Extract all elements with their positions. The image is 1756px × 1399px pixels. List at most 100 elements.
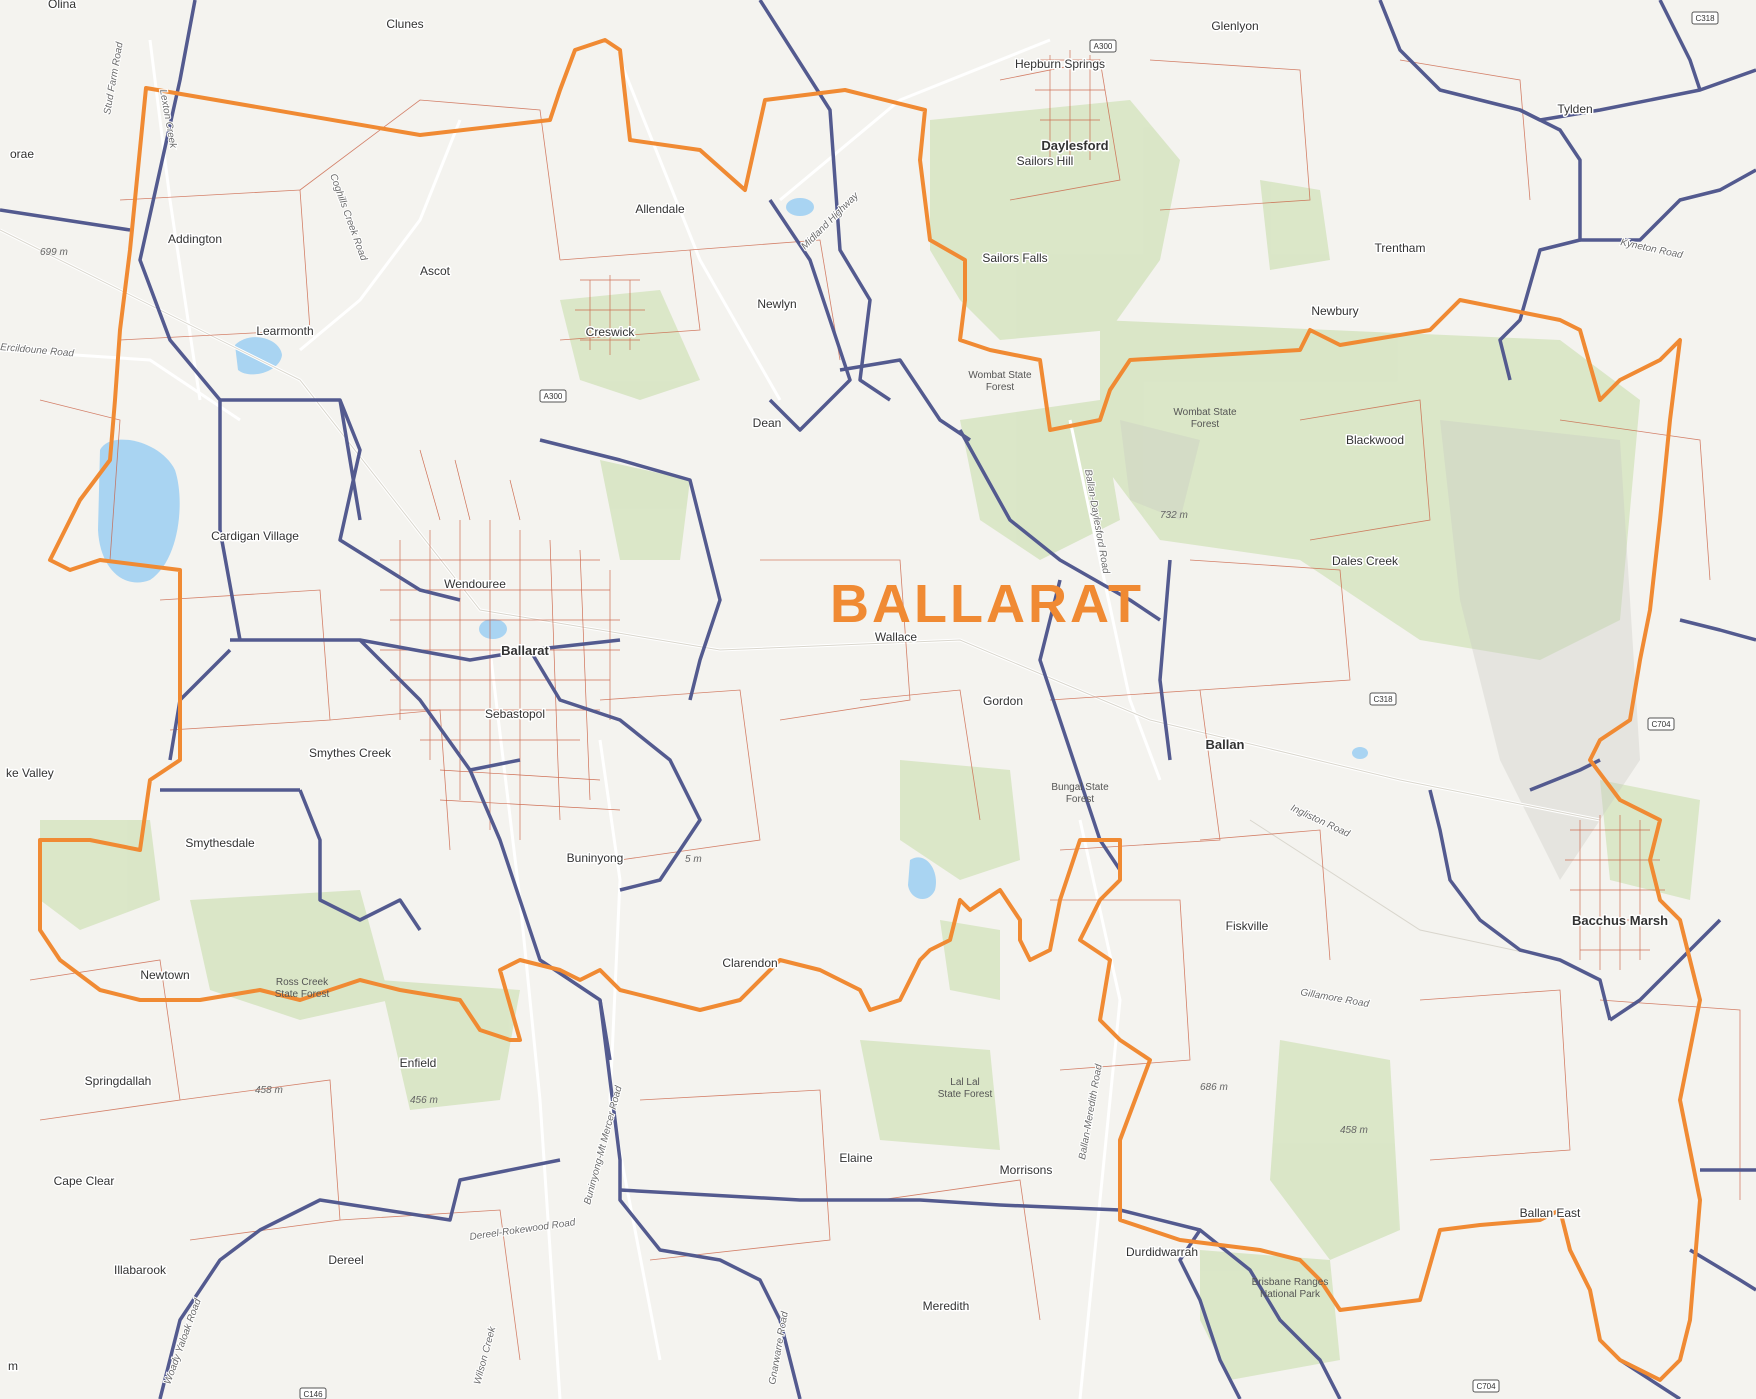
district-line bbox=[1689, 1248, 1756, 1292]
district-line bbox=[1580, 168, 1756, 242]
district-line bbox=[298, 789, 422, 931]
highway bbox=[779, 38, 1051, 202]
place-label: Meredith bbox=[923, 1299, 970, 1313]
district-line bbox=[1519, 68, 1756, 122]
district-line bbox=[1609, 918, 1722, 1022]
elevation-label: 458 m bbox=[255, 1085, 283, 1096]
district-line bbox=[338, 399, 362, 521]
place-label: Elaine bbox=[839, 1151, 873, 1165]
place-label: Trentham bbox=[1375, 241, 1426, 255]
district-line bbox=[958, 429, 1161, 622]
forest-area bbox=[1200, 1250, 1340, 1380]
forest-area bbox=[860, 1040, 1000, 1150]
route-shields: A300 A300 C318 C318 C704 C704 C146 bbox=[299, 11, 1719, 1399]
place-label: Gordon bbox=[983, 694, 1023, 708]
place-label: Morrisons bbox=[1000, 1163, 1053, 1177]
elevation-label: 686 m bbox=[1200, 1082, 1228, 1093]
route-shield-a300: A300 bbox=[1089, 39, 1117, 53]
place-label: Allendale bbox=[635, 202, 685, 216]
forest-area bbox=[380, 980, 520, 1110]
place-label: Ascot bbox=[420, 264, 451, 278]
highway bbox=[618, 59, 782, 401]
road bbox=[0, 348, 241, 422]
highway bbox=[1068, 419, 1162, 781]
district-line bbox=[839, 358, 971, 442]
district-line bbox=[619, 1188, 1342, 1399]
forest-area bbox=[1100, 320, 1640, 660]
svg-text:C318: C318 bbox=[1695, 14, 1715, 23]
place-label: Blackwood bbox=[1346, 433, 1404, 447]
elevation-label: 732 m bbox=[1160, 510, 1188, 521]
road-casing bbox=[0, 229, 1601, 961]
elevation-label: 699 m bbox=[40, 247, 68, 258]
place-label: Cape Clear bbox=[54, 1174, 115, 1188]
place-label: Daylesford bbox=[1041, 138, 1108, 153]
forest-area bbox=[940, 920, 1000, 1000]
place-label: Learmonth bbox=[256, 324, 313, 338]
route-shield-c704: C704 bbox=[1647, 717, 1675, 731]
place-label: Olina bbox=[48, 0, 76, 11]
place-label: Wendouree bbox=[444, 577, 506, 591]
route-shield-a300: A300 bbox=[539, 389, 567, 403]
place-label: m bbox=[8, 1359, 18, 1373]
place-label: Enfield bbox=[400, 1056, 437, 1070]
district-line bbox=[0, 208, 131, 232]
route-shield-c146: C146 bbox=[299, 1387, 327, 1399]
forest-area bbox=[1600, 780, 1700, 900]
district-line bbox=[1038, 579, 1122, 871]
place-label: Sailors Falls bbox=[982, 251, 1047, 265]
place-label: Creswick bbox=[586, 325, 636, 339]
reservoir bbox=[908, 857, 936, 900]
route-shield-c318: C318 bbox=[1369, 692, 1397, 706]
elevation-labels: 699 m 732 m 458 m 456 m 686 m 458 m 5 m bbox=[40, 247, 1368, 1136]
district-line bbox=[598, 999, 802, 1399]
road bbox=[299, 119, 462, 352]
place-label: Smythesdale bbox=[185, 836, 255, 850]
road bbox=[598, 739, 662, 1361]
district-line bbox=[1378, 0, 1582, 381]
place-label: Newlyn bbox=[757, 297, 796, 311]
svg-text:A300: A300 bbox=[1094, 42, 1113, 51]
district-line bbox=[220, 398, 461, 602]
forest-area bbox=[960, 400, 1120, 560]
forest-area bbox=[1270, 1040, 1400, 1260]
district-line bbox=[1178, 1229, 1242, 1399]
place-label: Smythes Creek bbox=[309, 746, 392, 760]
pond bbox=[786, 198, 814, 216]
lake-wendouree bbox=[479, 619, 507, 639]
forest-area bbox=[600, 460, 690, 560]
svg-text:C146: C146 bbox=[303, 1390, 323, 1399]
forest-area bbox=[900, 760, 1020, 880]
svg-text:A300: A300 bbox=[544, 392, 563, 401]
route-shield-c704: C704 bbox=[1472, 1379, 1500, 1393]
place-label: Sebastopol bbox=[485, 707, 545, 721]
ballarat-electorate-boundary bbox=[38, 38, 1702, 1382]
place-label: Hepburn Springs bbox=[1015, 57, 1105, 71]
place-label: Ballan East bbox=[1520, 1206, 1581, 1220]
place-label: Springdallah bbox=[85, 1074, 152, 1088]
svg-text:C318: C318 bbox=[1373, 695, 1393, 704]
road bbox=[488, 649, 562, 1399]
pond bbox=[1352, 747, 1368, 759]
elevation-label: 456 m bbox=[410, 1095, 438, 1106]
elevation-label: 5 m bbox=[685, 854, 702, 865]
urban-mesh-creswick bbox=[575, 275, 645, 355]
road bbox=[148, 39, 202, 401]
place-label: Ballarat bbox=[501, 643, 549, 658]
place-label: Durdidwarrah bbox=[1126, 1245, 1198, 1259]
district-line bbox=[1158, 559, 1172, 761]
district-line bbox=[768, 199, 852, 432]
svg-text:C704: C704 bbox=[1651, 720, 1671, 729]
route-shield-c318: C318 bbox=[1691, 11, 1719, 25]
district-line bbox=[230, 638, 621, 662]
district-line bbox=[539, 438, 722, 701]
district-line bbox=[138, 0, 242, 641]
place-label: Clunes bbox=[386, 17, 423, 31]
place-label: Clarendon bbox=[722, 956, 777, 970]
urban-mesh-bacchus-marsh bbox=[1565, 815, 1665, 970]
place-label: Addington bbox=[168, 232, 222, 246]
